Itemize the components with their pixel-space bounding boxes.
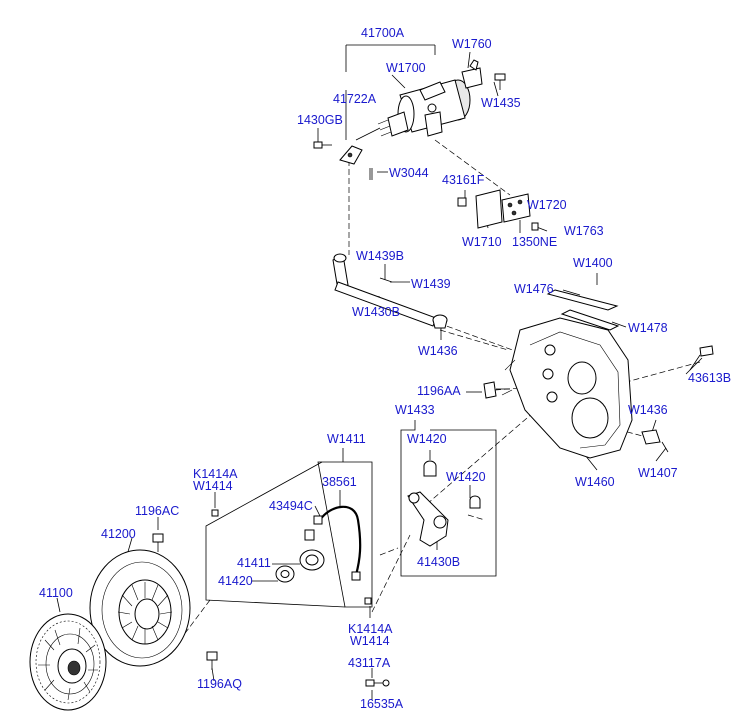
label-K1414A-upper[interactable]: K1414A: [193, 467, 238, 481]
release-bearing-part: [275, 549, 325, 583]
label-W1411[interactable]: W1411: [327, 432, 366, 446]
label-43161F[interactable]: 43161F: [442, 173, 485, 187]
clutch-booster-part: [355, 79, 471, 141]
label-41100[interactable]: 41100: [39, 586, 73, 600]
label-W1400[interactable]: W1400: [573, 256, 613, 270]
pressure-plate-part: [89, 549, 191, 667]
label-W1439[interactable]: W1439: [411, 277, 451, 291]
label-41411[interactable]: 41411: [237, 556, 271, 570]
bushing-w1436-part: [432, 314, 448, 329]
bolt-1196aa-part: [483, 381, 510, 399]
label-43613B[interactable]: 43613B: [688, 371, 731, 385]
label-W1460[interactable]: W1460: [575, 475, 615, 489]
fitting-43494c-part: [304, 529, 315, 541]
label-W1433[interactable]: W1433: [395, 403, 435, 417]
label-W1436-right[interactable]: W1436: [628, 403, 668, 417]
bracket-w1760-part: [461, 59, 483, 89]
label-41700A[interactable]: 41700A: [361, 26, 405, 40]
mounting-plates-part: [457, 189, 539, 231]
label-41200[interactable]: 41200: [101, 527, 136, 541]
booster-lever-part: [339, 145, 363, 165]
pin-k1414a-part: [211, 509, 372, 605]
release-shaft-part: [332, 253, 437, 327]
label-K1414A-lower[interactable]: K1414A: [348, 622, 393, 636]
label-W1414-upper[interactable]: W1414: [193, 479, 233, 493]
label-W1760[interactable]: W1760: [452, 37, 492, 51]
label-38561[interactable]: 38561: [322, 475, 357, 489]
label-41722A[interactable]: 41722A: [333, 92, 377, 106]
label-W1414-lower[interactable]: W1414: [350, 634, 390, 648]
label-W1476[interactable]: W1476: [514, 282, 554, 296]
bolt-43117a-part: [365, 679, 390, 687]
label-W1420-upper[interactable]: W1420: [407, 432, 447, 446]
label-43494C[interactable]: 43494C: [269, 499, 313, 513]
label-W1420-lower[interactable]: W1420: [446, 470, 486, 484]
label-1196AA[interactable]: 1196AA: [417, 384, 461, 398]
label-W1407[interactable]: W1407: [638, 466, 678, 480]
label-1196AQ[interactable]: 1196AQ: [197, 677, 242, 691]
label-W1763[interactable]: W1763: [564, 224, 604, 238]
label-1196AC[interactable]: 1196AC: [135, 504, 179, 518]
label-1350NE[interactable]: 1350NE: [512, 235, 557, 249]
part-labels: 41700A W1760 W1700 41722A W1435 1430GB W…: [39, 26, 731, 711]
label-W1720[interactable]: W1720: [527, 198, 567, 212]
gasket-part: [546, 289, 620, 331]
release-fork-part: [407, 460, 481, 547]
bolt-43613b-part: [689, 345, 714, 371]
label-W1430B[interactable]: W1430B: [352, 305, 400, 319]
bolt-w1435-part: [494, 73, 506, 90]
pin-w3044-part: [369, 168, 373, 180]
label-41420[interactable]: 41420: [218, 574, 253, 588]
bolt-1430gb-part: [313, 141, 332, 149]
label-43117A[interactable]: 43117A: [348, 656, 391, 670]
label-W3044[interactable]: W3044: [389, 166, 429, 180]
bolt-1196ac-part: [152, 533, 164, 552]
label-16535A[interactable]: 16535A: [360, 697, 404, 711]
label-W1435[interactable]: W1435: [481, 96, 521, 110]
label-W1700[interactable]: W1700: [386, 61, 426, 75]
clutch-disc-part: [29, 613, 107, 711]
label-41430B[interactable]: 41430B: [417, 555, 460, 569]
bushing-right-part: [641, 429, 669, 453]
clutch-housing-part: [501, 317, 633, 459]
label-W1439B[interactable]: W1439B: [356, 249, 404, 263]
label-W1478[interactable]: W1478: [628, 321, 668, 335]
label-W1436-upper[interactable]: W1436: [418, 344, 458, 358]
bolt-1196aq-part: [206, 651, 218, 670]
label-W1710[interactable]: W1710: [462, 235, 502, 249]
label-1430GB[interactable]: 1430GB: [297, 113, 343, 127]
clutch-hose-part: [313, 505, 362, 581]
